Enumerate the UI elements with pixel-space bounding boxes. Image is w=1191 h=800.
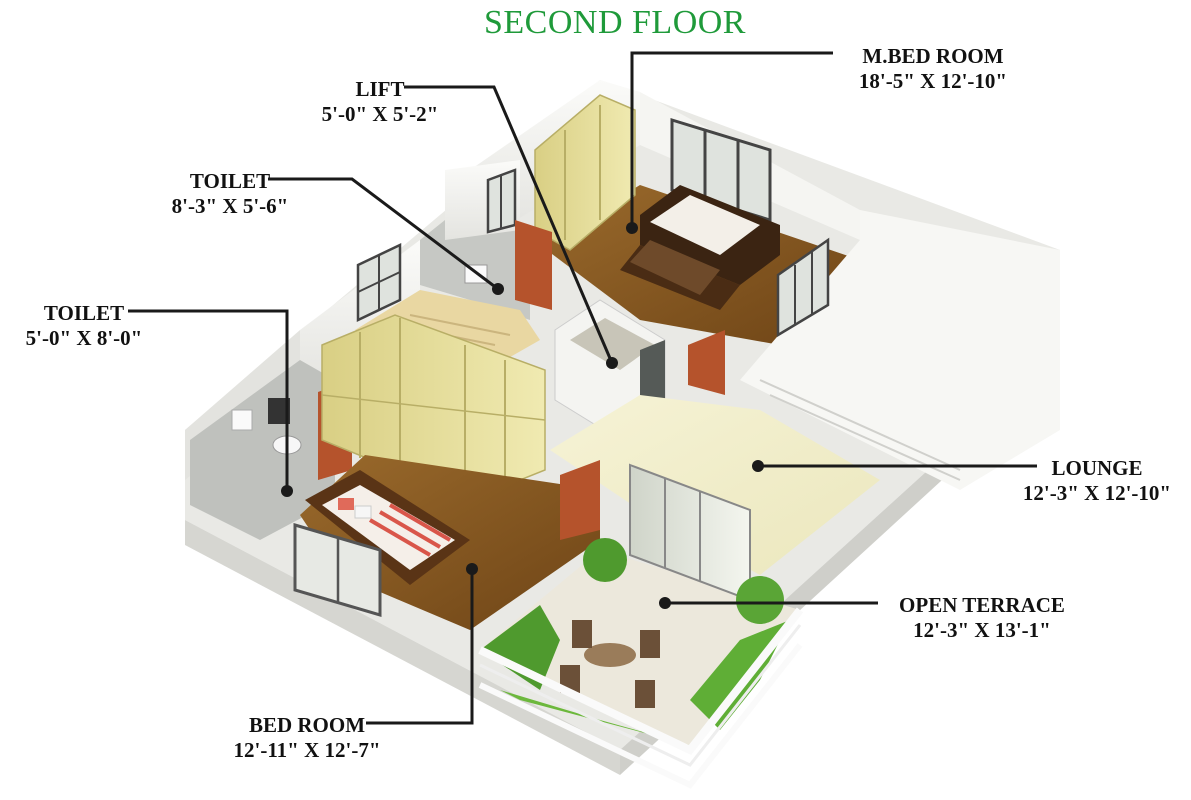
master-door [688, 330, 725, 395]
lounge-floor [550, 395, 880, 575]
leader-toilet-lower [128, 309, 289, 491]
lounge-dims: 12'-3" X 12'-10" [1022, 481, 1172, 505]
lift-dims: 5'-0" X 5'-2" [321, 102, 439, 126]
leader-lines [128, 51, 1037, 725]
label-lounge: LOUNGE 12'-3" X 12'-10" [1012, 456, 1182, 506]
open-terrace-name: OPEN TERRACE [899, 593, 1065, 617]
label-lift: LIFT 5'-0" X 5'-2" [300, 77, 460, 127]
open-terrace-dims: 12'-3" X 13'-1" [913, 618, 1051, 642]
master-bed [620, 185, 780, 310]
leader-master-bedroom [630, 51, 833, 228]
terrace [478, 463, 804, 789]
leader-lounge-dot [752, 460, 764, 472]
stair-window [356, 243, 402, 322]
bedroom-window [293, 522, 382, 618]
bedroom-bed [305, 470, 470, 585]
leader-master-bedroom-dot [626, 222, 638, 234]
bedroom-dims: 12'-11" X 12'-7" [233, 738, 381, 762]
toilet-upper-dims: 8'-3" X 5'-6" [171, 194, 289, 218]
leader-lift-dot [606, 357, 618, 369]
toilet-upper-name: TOILET [189, 169, 271, 193]
leader-bedroom-dot [466, 563, 478, 575]
label-toilet-upper: TOILET 8'-3" X 5'-6" [150, 169, 310, 219]
leader-toilet-upper [268, 177, 499, 291]
lift-name: LIFT [355, 77, 405, 101]
master-bedroom-name: M.BED ROOM [862, 44, 1004, 68]
floor-title: SECOND FLOOR [484, 4, 746, 41]
master-bedroom-dims: 18'-5" X 12'-10" [858, 69, 1008, 93]
bedroom-door [560, 460, 600, 540]
bedroom-wardrobes [321, 314, 546, 501]
label-open-terrace: OPEN TERRACE 12'-3" X 13'-1" [882, 593, 1082, 643]
leader-bedroom [366, 569, 474, 725]
master-wardrobe [534, 94, 636, 251]
leader-toilet-upper-dot [492, 283, 504, 295]
toilet-lower-dims: 5'-0" X 8'-0" [25, 326, 143, 350]
label-master-bedroom: M.BED ROOM 18'-5" X 12'-10" [838, 44, 1028, 94]
master-side-window [776, 237, 830, 338]
leader-open-terrace-dot [659, 597, 671, 609]
bedroom-name: BED ROOM [248, 713, 366, 737]
label-bedroom: BED ROOM 12'-11" X 12'-7" [222, 713, 392, 763]
toilet-lower-name: TOILET [43, 301, 125, 325]
leader-toilet-lower-dot [281, 485, 293, 497]
label-toilet-lower: TOILET 5'-0" X 8'-0" [4, 301, 164, 351]
leader-lift [404, 85, 614, 364]
lounge-name: LOUNGE [1051, 456, 1143, 480]
